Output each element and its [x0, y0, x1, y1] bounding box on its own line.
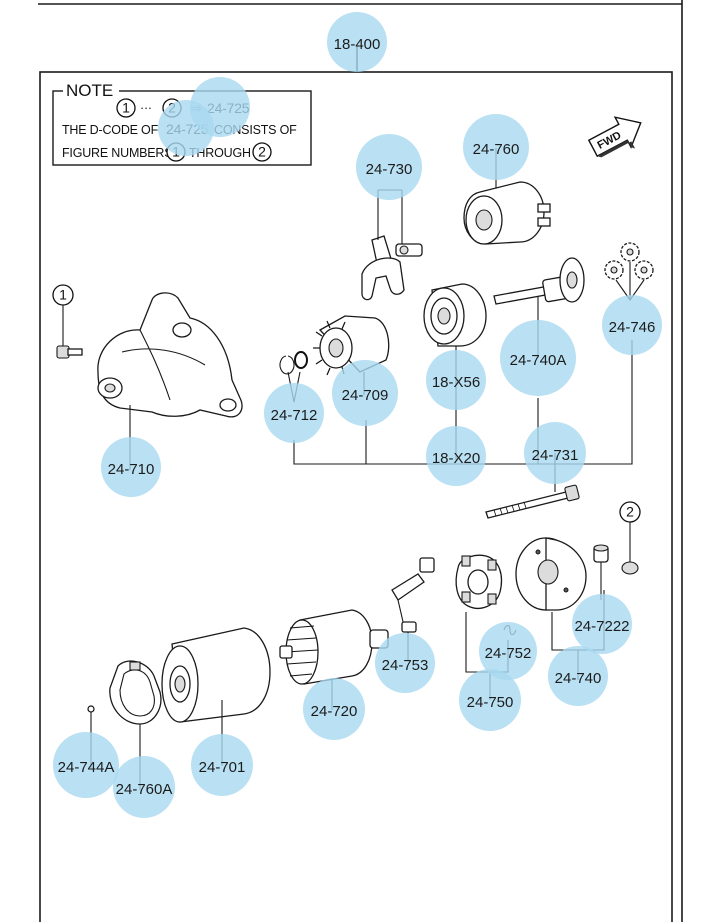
svg-text:18-400: 18-400 — [334, 36, 381, 53]
svg-text:18-X56: 18-X56 — [432, 374, 480, 391]
callout-24-709[interactable]: 24-709 — [332, 360, 398, 426]
diagram-frame — [39, 71, 673, 922]
svg-text:24-752: 24-752 — [485, 645, 532, 662]
svg-text:2: 2 — [626, 504, 634, 520]
svg-text:24-760A: 24-760A — [116, 781, 173, 798]
svg-text:24-750: 24-750 — [467, 694, 514, 711]
mounting-bolt-icon — [56, 345, 70, 359]
figure-marker-1: 1 — [52, 284, 83, 359]
screw-icon — [621, 561, 639, 575]
svg-text:24-731: 24-731 — [532, 447, 579, 464]
callout-24-712[interactable]: 24-712 — [264, 383, 324, 443]
svg-text:24-744A: 24-744A — [58, 759, 115, 776]
svg-text:24-710: 24-710 — [108, 461, 155, 478]
callout-24-730[interactable]: 24-730 — [356, 134, 422, 200]
output-shaft-part — [493, 257, 585, 358]
callout-24-752[interactable]: 24-752 — [479, 622, 537, 680]
svg-text:24-712: 24-712 — [271, 407, 318, 424]
callout-24-746[interactable]: 24-746 — [602, 295, 662, 355]
callout-18-X56[interactable]: 18-X56 — [426, 350, 486, 410]
svg-text:24-709: 24-709 — [342, 387, 389, 404]
note-line3-prefix: FIGURE NUMBERS — [62, 146, 172, 160]
callout-24-710[interactable]: 24-710 — [101, 437, 161, 497]
shift-lever-part — [361, 189, 423, 301]
callout-24-760[interactable]: 24-760 — [463, 114, 529, 180]
callout-24-7222[interactable]: 24-7222 — [572, 594, 632, 654]
drive-housing-part — [97, 292, 243, 470]
callout-24-760A[interactable]: 24-760A — [113, 756, 175, 818]
svg-text:24-753: 24-753 — [382, 657, 429, 674]
callout-24-740A[interactable]: 24-740A — [500, 320, 576, 396]
rear-end-frame-part — [515, 537, 605, 680]
svg-text:24-740A: 24-740A — [510, 352, 567, 369]
svg-text:24-7222: 24-7222 — [574, 618, 629, 635]
bushing-part — [593, 544, 609, 600]
callout-24-725-note-inline[interactable] — [158, 100, 214, 156]
callout-24-731[interactable]: 24-731 — [524, 422, 586, 484]
svg-text:24-746: 24-746 — [609, 319, 656, 336]
callout-18-X20[interactable]: 18-X20 — [426, 426, 486, 486]
note-line2-prefix: THE D-CODE OF — [62, 123, 159, 137]
planetary-gear-part — [604, 242, 654, 301]
callout-24-701[interactable]: 24-701 — [191, 734, 253, 796]
note-range-dots: ··· — [140, 101, 152, 115]
svg-text:1: 1 — [59, 287, 67, 303]
svg-text:24-701: 24-701 — [199, 759, 246, 776]
figure-marker-2: 2 — [619, 501, 641, 575]
callout-24-720[interactable]: 24-720 — [303, 678, 365, 740]
svg-text:24-760: 24-760 — [473, 141, 520, 158]
callout-24-750[interactable]: 24-750 — [459, 669, 521, 731]
callout-24-744A[interactable]: 24-744A — [53, 732, 119, 798]
note-line3-mid: THROUGH — [189, 146, 251, 160]
fwd-arrow-icon: FWD — [587, 116, 642, 158]
svg-text:24-730: 24-730 — [366, 161, 413, 178]
yoke-field-coil-part — [161, 627, 271, 766]
svg-text:24-740: 24-740 — [555, 670, 602, 687]
svg-text:18-X20: 18-X20 — [432, 450, 480, 467]
svg-text:24-720: 24-720 — [311, 703, 358, 720]
magnetic-switch-part — [463, 148, 551, 245]
note-circled-number: 2 — [258, 144, 266, 160]
callout-18-400[interactable]: 18-400 — [327, 12, 387, 72]
callout-24-740[interactable]: 24-740 — [548, 646, 608, 706]
note-heading: NOTE — [66, 81, 113, 100]
callout-24-753[interactable]: 24-753 — [375, 633, 435, 693]
note-circled-number: 1 — [122, 100, 130, 116]
internal-gear-part — [423, 283, 487, 460]
snap-ring-part — [279, 351, 308, 403]
brush-part — [391, 557, 435, 660]
